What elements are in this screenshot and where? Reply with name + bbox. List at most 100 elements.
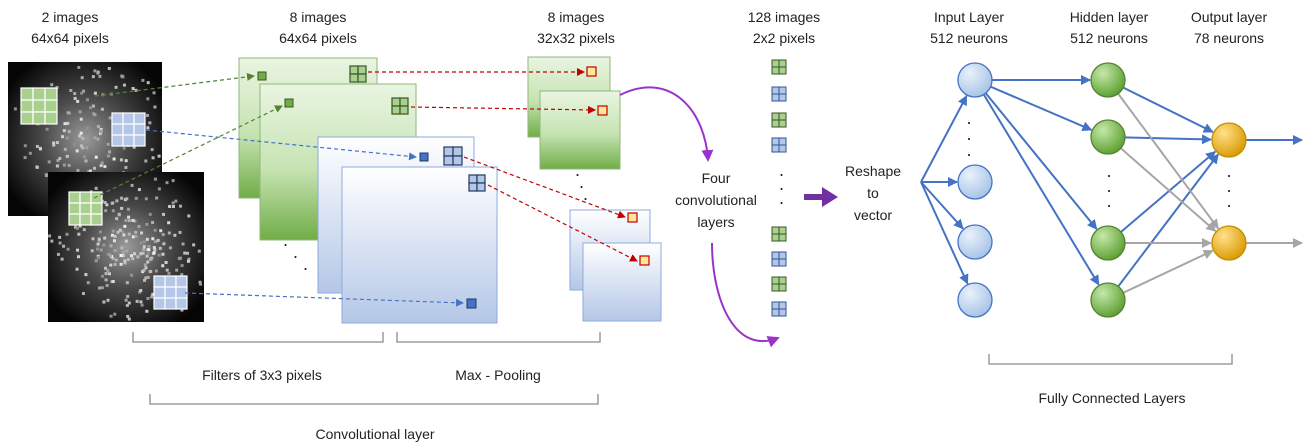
small-map-green xyxy=(771,59,787,75)
filter-connector-blue xyxy=(184,292,464,307)
input-layer-title: Input Layer xyxy=(934,9,1004,25)
ellipsis-dot: . xyxy=(779,188,784,208)
ellipsis-dot: . xyxy=(966,140,971,160)
pooling-window-blue xyxy=(443,146,463,166)
filter-connector-blue xyxy=(145,129,417,161)
filter-grid-blue xyxy=(111,112,146,147)
input-neuron xyxy=(957,282,993,318)
reshape-label-3: vector xyxy=(854,207,892,223)
network-edge xyxy=(920,181,964,230)
four-conv-label-3: layers xyxy=(697,214,734,230)
small-map-green xyxy=(771,276,787,292)
pooled-pixel-marker xyxy=(597,105,608,116)
small-map-green xyxy=(771,226,787,242)
input-images-count-label: 2 images xyxy=(42,9,99,25)
ellipsis-dot: . xyxy=(283,230,288,250)
hidden-layer-neurons-label: 512 neurons xyxy=(1070,30,1148,46)
filter-grid-green xyxy=(20,87,58,125)
ellipsis-dot: . xyxy=(966,124,971,144)
filters-label: Filters of 3x3 pixels xyxy=(202,367,322,383)
input-neuron xyxy=(957,62,993,98)
filter-grid-green xyxy=(68,191,103,226)
network-edge xyxy=(1107,153,1219,301)
ellipsis-dot: . xyxy=(583,184,588,204)
four-conv-label-1: Four xyxy=(702,170,731,186)
bracket-filters xyxy=(132,332,384,343)
conv-maps-count-label: 8 images xyxy=(290,9,347,25)
bracket-convolutional xyxy=(149,394,599,405)
pooling-window-green xyxy=(349,65,367,83)
network-edge xyxy=(920,181,969,285)
output-layer-title: Output layer xyxy=(1191,9,1268,25)
input-neuron xyxy=(957,224,993,260)
ellipsis-dot: . xyxy=(1226,191,1231,211)
ellipsis-dot: . xyxy=(579,172,584,192)
bracket-pooling xyxy=(396,332,601,343)
ellipsis-dot: . xyxy=(1106,191,1111,211)
reshape-label-2: to xyxy=(867,185,879,201)
filter-grid-blue xyxy=(153,275,188,310)
network-neurons xyxy=(957,62,1247,318)
network-edge xyxy=(1107,79,1214,133)
pooling-connector xyxy=(410,105,596,114)
small-maps-count-label: 128 images xyxy=(748,9,820,25)
network-edge xyxy=(1107,249,1214,301)
pooling-label: Max - Pooling xyxy=(455,367,541,383)
pixel-marker-blue xyxy=(466,298,477,309)
curved-arrow-in xyxy=(619,86,714,162)
output-neuron xyxy=(1211,225,1247,261)
ellipsis-dot: . xyxy=(779,160,784,180)
curved-arrow-out xyxy=(711,242,780,348)
pooled-map-blue xyxy=(582,242,662,322)
fully-connected-label: Fully Connected Layers xyxy=(1038,390,1185,406)
conv-maps-size-label: 64x64 pixels xyxy=(279,30,357,46)
output-neuron xyxy=(1211,122,1247,158)
conv-feature-map-blue xyxy=(341,166,498,324)
input-images-size-label: 64x64 pixels xyxy=(31,30,109,46)
pooled-pixel-marker xyxy=(639,255,650,266)
bracket-fully-connected xyxy=(988,354,1233,365)
hidden-neuron xyxy=(1090,119,1126,155)
pixel-marker-green xyxy=(257,71,267,81)
small-map-blue xyxy=(771,301,787,317)
hidden-neuron xyxy=(1090,62,1126,98)
reshape-label-1: Reshape xyxy=(845,163,901,179)
ellipsis-dot: . xyxy=(1226,161,1231,181)
reshape-arrow xyxy=(804,187,838,207)
pooling-window-green xyxy=(391,97,409,115)
small-map-blue xyxy=(771,137,787,153)
small-map-blue xyxy=(771,251,787,267)
ellipsis-dot: . xyxy=(303,254,308,274)
pooled-pixel-marker xyxy=(586,66,597,77)
pixel-marker-blue xyxy=(419,152,429,162)
filter-connector-green xyxy=(94,72,255,97)
ellipsis-dot: . xyxy=(966,108,971,128)
network-edge xyxy=(974,79,1098,230)
small-maps-column xyxy=(771,59,787,317)
pooling-window-blue xyxy=(468,174,486,192)
small-map-green xyxy=(771,112,787,128)
hidden-layer-title: Hidden layer xyxy=(1070,9,1149,25)
network-edge xyxy=(974,79,1093,131)
ellipsis-dot: . xyxy=(1226,176,1231,196)
ellipsis-dot: . xyxy=(779,174,784,194)
output-layer-neurons-label: 78 neurons xyxy=(1194,30,1264,46)
hidden-neuron xyxy=(1090,225,1126,261)
small-maps-size-label: 2x2 pixels xyxy=(753,30,815,46)
ellipsis-dot: . xyxy=(1106,161,1111,181)
network-edge xyxy=(1107,150,1217,244)
ellipsis-dot: . xyxy=(575,160,580,180)
network-edge xyxy=(974,79,1100,286)
hidden-neuron xyxy=(1090,282,1126,318)
network-edge xyxy=(920,95,968,183)
pooled-pixel-marker xyxy=(627,212,638,223)
network-edge xyxy=(1107,136,1217,232)
pooling-connector xyxy=(463,156,626,219)
pool-maps-size-label: 32x32 pixels xyxy=(537,30,615,46)
small-map-blue xyxy=(771,86,787,102)
ellipsis-dot: . xyxy=(293,242,298,262)
pool-maps-count-label: 8 images xyxy=(548,9,605,25)
input-layer-neurons-label: 512 neurons xyxy=(930,30,1008,46)
input-neuron xyxy=(957,164,993,200)
